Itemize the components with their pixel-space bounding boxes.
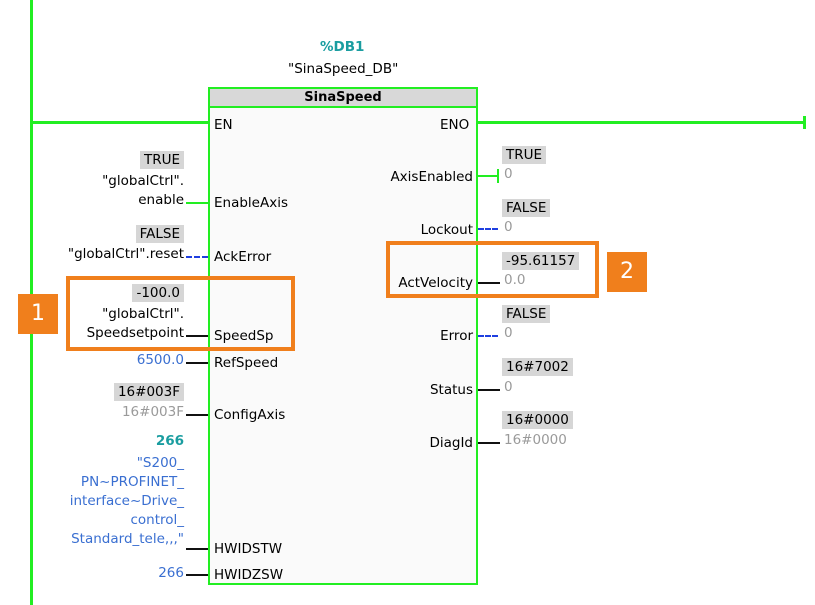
hwid-zsw-wire — [186, 574, 208, 576]
pin-axis-enabled: AxisEnabled — [390, 169, 473, 185]
ref-speed-wire — [186, 362, 208, 364]
status-value[interactable]: 0 — [504, 379, 513, 395]
diag-id-status: 16#0000 — [502, 411, 573, 429]
pin-hwid-zsw: HWIDZSW — [214, 567, 284, 583]
diag-id-value[interactable]: 16#0000 — [504, 432, 567, 448]
ack-error-status: FALSE — [135, 225, 184, 243]
hwid-stw-wire — [186, 548, 208, 550]
pin-en: EN — [214, 117, 233, 133]
act-velocity-wire — [478, 282, 500, 284]
speed-sp-tag-line1[interactable]: "globalCtrl". — [102, 306, 184, 322]
callout-box-speed-sp — [66, 276, 295, 351]
status-wire — [478, 389, 500, 391]
lockout-wire — [478, 228, 498, 230]
function-block-sinaspeed[interactable]: SinaSpeed — [208, 87, 478, 585]
axis-enabled-wire-end — [497, 169, 499, 183]
ack-error-wire — [186, 256, 208, 258]
config-axis-status: 16#003F — [113, 383, 184, 401]
callout-badge-2: 2 — [607, 252, 647, 292]
pin-status: Status — [429, 382, 473, 398]
pin-diag-id: DiagId — [429, 435, 473, 451]
hwid-stw-tag-line2[interactable]: PN~PROFINET_ — [80, 474, 184, 490]
eno-wire-end — [803, 116, 806, 129]
enable-axis-status: TRUE — [139, 151, 184, 169]
axis-enabled-wire — [478, 175, 498, 177]
act-velocity-status: -95.61157 — [502, 252, 580, 270]
callout-box-act-velocity — [386, 241, 599, 298]
pin-config-axis: ConfigAxis — [214, 407, 286, 423]
pin-speed-sp: SpeedSp — [214, 328, 274, 344]
config-axis-wire — [186, 414, 208, 416]
status-status: 16#7002 — [502, 358, 573, 376]
enable-axis-tag-line2[interactable]: enable — [138, 192, 184, 208]
pin-enable-axis: EnableAxis — [214, 195, 288, 211]
enable-axis-tag-line1[interactable]: "globalCtrl". — [102, 173, 184, 189]
config-axis-value[interactable]: 16#003F — [121, 404, 184, 420]
hwid-stw-tag-line3[interactable]: interface~Drive_ — [69, 493, 184, 509]
speed-sp-status: -100.0 — [132, 284, 184, 302]
en-wire — [30, 121, 210, 124]
axis-enabled-status: TRUE — [502, 146, 547, 164]
lockout-value[interactable]: 0 — [504, 219, 513, 235]
pin-hwid-stw: HWIDSTW — [214, 541, 283, 557]
instance-db-name[interactable]: "SinaSpeed_DB" — [288, 61, 399, 77]
hwid-stw-tag-line4[interactable]: control_ — [130, 512, 184, 528]
error-value[interactable]: 0 — [504, 325, 513, 341]
error-status: FALSE — [502, 305, 551, 323]
hwid-stw-tag-line5[interactable]: Standard_tele,,," — [71, 531, 184, 547]
pin-eno: ENO — [440, 117, 470, 133]
error-wire — [478, 335, 498, 337]
pin-lockout: Lockout — [420, 222, 473, 238]
pin-ack-error: AckError — [214, 249, 272, 265]
pin-ref-speed: RefSpeed — [214, 355, 279, 371]
ref-speed-constant[interactable]: 6500.0 — [136, 352, 184, 368]
lockout-status: FALSE — [502, 199, 551, 217]
hwid-stw-tag-line1[interactable]: "S200_ — [136, 455, 184, 471]
block-type-title: SinaSpeed — [210, 89, 476, 108]
eno-wire — [478, 121, 805, 124]
diag-id-wire — [478, 442, 500, 444]
pin-error: Error — [440, 328, 473, 344]
ack-error-tag[interactable]: "globalCtrl".reset — [67, 246, 184, 262]
act-velocity-value[interactable]: 0.0 — [504, 272, 526, 288]
speed-sp-wire — [186, 335, 208, 337]
db-number: %DB1 — [320, 39, 365, 55]
hwid-stw-status: 266 — [155, 433, 184, 449]
enable-axis-wire — [186, 202, 208, 204]
pin-act-velocity: ActVelocity — [398, 275, 473, 291]
hwid-zsw-constant[interactable]: 266 — [158, 565, 184, 581]
callout-badge-1: 1 — [18, 294, 58, 334]
speed-sp-tag-line2[interactable]: Speedsetpoint — [86, 325, 184, 341]
axis-enabled-value[interactable]: 0 — [504, 166, 513, 182]
